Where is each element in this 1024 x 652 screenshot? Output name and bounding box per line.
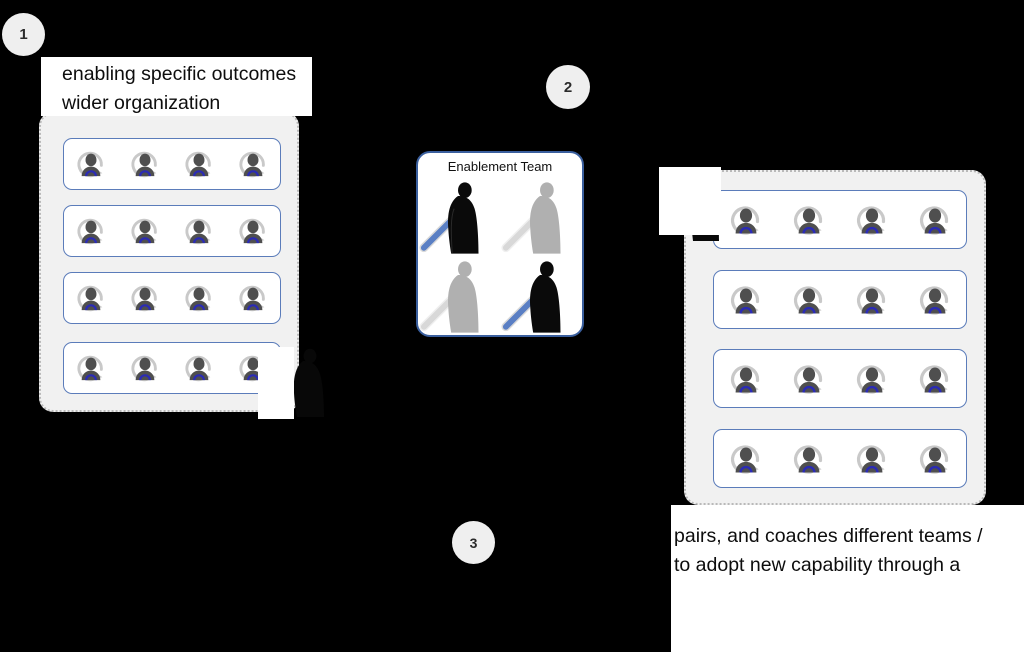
- team-row: [63, 342, 281, 394]
- step-number-1: 1: [2, 13, 45, 56]
- enablement-team-card: Enablement Team: [416, 151, 584, 337]
- person-refresh-icon: [77, 218, 103, 245]
- person-refresh-icon: [919, 444, 948, 474]
- enablement-team-title: Enablement Team: [447, 159, 553, 174]
- person-refresh-icon: [919, 205, 948, 235]
- person-refresh-icon: [793, 205, 822, 235]
- team-row: [713, 429, 967, 488]
- caption-bottom-right: pairs, and coaches different teams / to …: [671, 505, 1024, 652]
- team-row: [63, 205, 281, 257]
- wider-organization-panel-left: [39, 112, 299, 412]
- person-refresh-icon: [856, 285, 885, 315]
- person-refresh-icon: [131, 355, 157, 382]
- person-refresh-icon: [730, 205, 759, 235]
- caption-top-left-line-2: wider organization: [62, 92, 221, 114]
- person-refresh-icon: [239, 218, 265, 245]
- person-refresh-icon: [793, 285, 822, 315]
- robed-figure-with-lightsaber-icon: [500, 179, 582, 258]
- step-number-3: 3: [452, 521, 495, 564]
- person-refresh-icon: [185, 355, 211, 382]
- person-refresh-icon: [793, 444, 822, 474]
- robed-figure-with-lightsaber-icon: [418, 258, 500, 335]
- person-refresh-icon: [793, 364, 822, 394]
- caption-top-left-line-1: enabling specific outcomes: [62, 63, 297, 85]
- person-refresh-icon: [730, 285, 759, 315]
- caption-bottom-right-line-1: pairs, and coaches different teams /: [674, 525, 983, 547]
- person-refresh-icon: [185, 151, 211, 178]
- person-refresh-icon: [131, 218, 157, 245]
- person-refresh-icon: [919, 285, 948, 315]
- person-refresh-icon: [77, 285, 103, 312]
- person-refresh-icon: [856, 444, 885, 474]
- person-refresh-icon: [239, 151, 265, 178]
- person-refresh-icon: [185, 218, 211, 245]
- caption-bottom-right-line-2: to adopt new capability through a: [674, 554, 961, 576]
- person-refresh-icon: [919, 364, 948, 394]
- coach-backdrop-right: [659, 167, 721, 235]
- caption-top-left: enabling specific outcomes wider organiz…: [41, 57, 312, 116]
- person-refresh-icon: [131, 285, 157, 312]
- robed-figure-with-lightsaber-icon: [500, 258, 582, 335]
- person-refresh-icon: [131, 151, 157, 178]
- person-refresh-icon: [239, 285, 265, 312]
- team-row: [713, 190, 967, 249]
- team-row: [63, 272, 281, 324]
- team-row: [713, 349, 967, 408]
- person-refresh-icon: [77, 355, 103, 382]
- coach-figure-right: [659, 167, 737, 245]
- team-row: [63, 138, 281, 190]
- coach-figure-left: [258, 347, 340, 419]
- wider-organization-panel-right: [684, 170, 986, 505]
- coach-backdrop-left: [258, 347, 294, 419]
- team-row: [713, 270, 967, 329]
- step-number-2: 2: [546, 65, 590, 109]
- person-refresh-icon: [730, 444, 759, 474]
- person-refresh-icon: [730, 364, 759, 394]
- person-refresh-icon: [185, 285, 211, 312]
- person-refresh-icon: [856, 364, 885, 394]
- enablement-team-members: [418, 179, 582, 335]
- person-refresh-icon: [856, 205, 885, 235]
- robed-figure-with-lightsaber-icon: [418, 179, 500, 258]
- person-refresh-icon: [77, 151, 103, 178]
